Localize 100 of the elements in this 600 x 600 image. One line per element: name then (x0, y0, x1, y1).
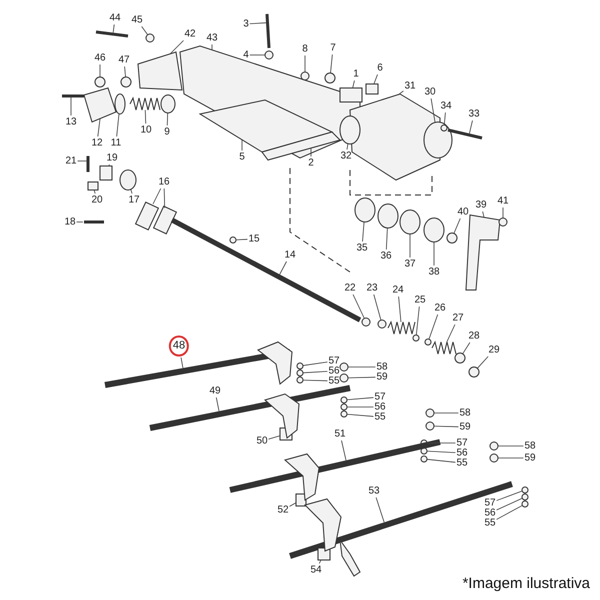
callout-number: 3 (243, 18, 249, 30)
callout-number: 14 (284, 250, 296, 260)
leader-line (502, 207, 504, 218)
leader-line (434, 412, 459, 414)
spring (432, 340, 456, 354)
leader-line (141, 26, 148, 36)
leader-line (236, 238, 248, 240)
callout-number: 53 (368, 486, 380, 496)
leader-line (304, 55, 306, 72)
washer (490, 454, 498, 462)
callout-number: 19 (106, 152, 118, 164)
callout-number: 30 (424, 86, 436, 98)
callout-number: 24 (392, 284, 404, 296)
leader-line (94, 190, 96, 194)
leader-line (166, 112, 168, 126)
callout-number: 37 (404, 258, 416, 270)
rod (448, 128, 482, 140)
callout-number: 31 (404, 80, 416, 92)
callout-number: 4 (243, 50, 249, 60)
leader-line (77, 160, 87, 162)
washer (426, 422, 434, 430)
leader-line (352, 80, 355, 88)
rod (104, 349, 291, 388)
leader-line (374, 74, 378, 84)
callout-number: 51 (334, 428, 346, 440)
rod (86, 156, 90, 172)
callout-number: 48 (168, 336, 190, 356)
leader-line (249, 54, 266, 56)
leader-line (302, 362, 328, 366)
leader-line (112, 24, 115, 34)
rod (96, 30, 128, 38)
leader-line (164, 188, 166, 208)
bushing (354, 198, 376, 222)
callout-number: 54 (310, 564, 322, 576)
washer (522, 500, 528, 508)
callout-number: 5 (239, 152, 245, 162)
leader-line (318, 560, 322, 564)
leader-line (346, 397, 374, 400)
leader-line (279, 261, 287, 275)
callout-number: 55 (484, 518, 496, 528)
leader-line (496, 505, 523, 520)
leader-line (310, 148, 312, 157)
callout-number: 52 (277, 504, 289, 516)
callout-number: 56 (328, 366, 340, 376)
callout-number: 18 (64, 216, 76, 228)
clamp (366, 84, 378, 94)
leader-line (426, 442, 456, 444)
callout-number: 33 (468, 108, 480, 120)
leader-line (302, 380, 328, 382)
spring (388, 320, 416, 334)
leader-line (482, 211, 484, 218)
callout-number: 20 (91, 194, 103, 206)
callout-number: 21 (65, 156, 77, 166)
callout-number: 32 (340, 150, 352, 162)
leader-line (216, 397, 220, 412)
callout-number: 58 (376, 362, 388, 372)
leader-line (476, 356, 488, 369)
leader-line (124, 66, 126, 78)
rod (266, 14, 270, 48)
washer (378, 320, 386, 328)
callout-number: 15 (248, 234, 260, 244)
washer (146, 34, 154, 42)
callout-number: 55 (328, 376, 340, 386)
leader-line (144, 110, 146, 124)
callout-number: 7 (330, 42, 336, 54)
washer (324, 72, 336, 84)
leader-line (70, 97, 72, 116)
callout-number: 58 (459, 408, 471, 418)
callout-number: 46 (94, 52, 106, 64)
callout-number: 58 (524, 440, 536, 452)
plate (83, 87, 117, 123)
leader-line (426, 458, 456, 463)
callout-number: 59 (459, 422, 471, 432)
leader-line (170, 40, 184, 54)
leader-line (362, 222, 364, 242)
callout-number: 36 (380, 250, 392, 262)
bushing (378, 204, 398, 228)
leader-line (346, 406, 374, 408)
callout-number: 23 (366, 282, 378, 294)
callout-number: 44 (109, 12, 121, 24)
washer (362, 318, 370, 326)
leader-line (462, 342, 470, 354)
callout-number: 34 (440, 100, 452, 112)
callout-number: 39 (475, 200, 487, 210)
callout-number: 38 (428, 266, 440, 278)
leader-line (346, 414, 374, 417)
leader-line (180, 357, 184, 368)
leader-line (289, 502, 296, 507)
leader-line (416, 306, 420, 336)
callout-number: 40 (457, 206, 469, 218)
bushing (400, 210, 420, 234)
washer (498, 218, 508, 226)
leader-line (469, 120, 473, 134)
leader-line (444, 112, 446, 126)
washer (446, 232, 458, 244)
washer (522, 486, 528, 494)
washer (94, 76, 106, 88)
washer (412, 334, 420, 342)
washer (490, 442, 498, 450)
washer (120, 76, 132, 88)
